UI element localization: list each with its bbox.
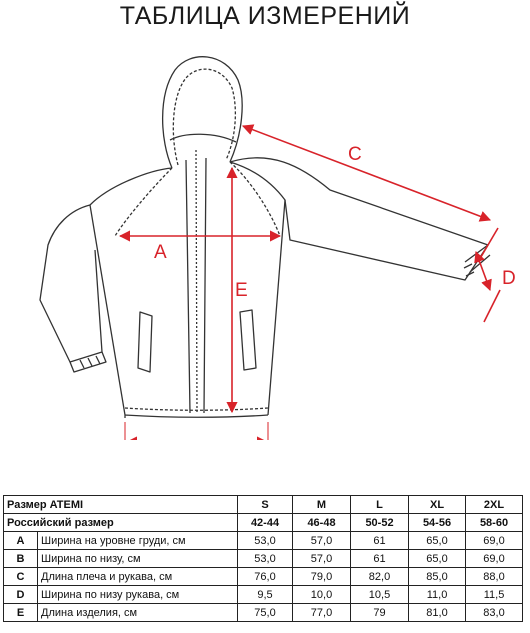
page-title: ТАБЛИЦА ИЗМЕРЕНИЙ — [119, 2, 411, 30]
row-value: 10,5 — [350, 585, 410, 604]
label-c: C — [348, 144, 362, 165]
row-value: 77,0 — [292, 603, 352, 622]
ru-size: 42-44 — [237, 513, 294, 532]
row-value: 79,0 — [292, 567, 352, 586]
hem — [124, 414, 269, 418]
ru-size: 50-52 — [350, 513, 410, 532]
row-value: 11,0 — [408, 585, 467, 604]
label-e: E — [235, 280, 248, 301]
zipper — [185, 157, 207, 414]
row-value: 57,0 — [292, 549, 352, 568]
header-size: 2XL — [465, 495, 524, 514]
header-size: S — [237, 495, 294, 514]
ru-size: 54-56 — [408, 513, 467, 532]
row-value: 57,0 — [292, 531, 352, 550]
row-code: C — [3, 567, 38, 586]
row-value: 61 — [350, 549, 410, 568]
row-value: 81,0 — [408, 603, 467, 622]
right-sleeve — [229, 157, 489, 281]
size-table-body: Размер ATEMI S M L XL 2XL Российский раз… — [2, 495, 524, 622]
row-value: 61 — [350, 531, 410, 550]
row-value: 10,0 — [292, 585, 352, 604]
arrow-d2 — [483, 289, 501, 323]
header-size: M — [292, 495, 352, 514]
body-left — [89, 167, 173, 418]
row-value: 88,0 — [465, 567, 524, 586]
arrow-c — [241, 124, 492, 222]
row-value: 69,0 — [465, 549, 524, 568]
left-sleeve — [39, 204, 103, 363]
row-value: 65,0 — [408, 549, 467, 568]
jacket-outline — [39, 56, 491, 418]
ru-size-label: Российский размер — [2, 513, 239, 532]
row-value: 76,0 — [237, 567, 294, 586]
row-label: Длина изделия, см — [36, 603, 239, 622]
row-value: 69,0 — [465, 531, 524, 550]
row-label: Ширина по низу рукава, см — [36, 585, 239, 604]
header-size-label: Размер ATEMI — [2, 495, 239, 514]
row-value: 85,0 — [408, 567, 467, 586]
ru-size: 46-48 — [292, 513, 352, 532]
measurement-arrows — [118, 124, 501, 440]
row-code: A — [3, 531, 38, 550]
row-value: 11,5 — [465, 585, 524, 604]
header-size: L — [350, 495, 410, 514]
row-code: E — [3, 603, 38, 622]
table-ru-size-row: Российский размер 42-44 46-48 50-52 54-5… — [2, 513, 524, 532]
jacket-measurement-diagram: A B C D E — [39, 56, 516, 440]
row-label: Ширина на уровне груди, см — [36, 531, 239, 550]
row-value: 79 — [350, 603, 410, 622]
row-code: B — [3, 549, 38, 568]
table-header-row: Размер ATEMI S M L XL 2XL — [2, 495, 524, 514]
row-value: 53,0 — [237, 549, 294, 568]
arrow-d-measure — [474, 250, 492, 292]
label-d: D — [502, 268, 516, 289]
hood — [162, 56, 243, 169]
row-value: 83,0 — [465, 603, 524, 622]
row-value: 75,0 — [237, 603, 294, 622]
row-label: Ширина по низу, см — [36, 549, 239, 568]
right-pocket — [239, 309, 257, 371]
size-table: Размер ATEMI S M L XL 2XL Российский раз… — [2, 495, 524, 622]
row-value: 53,0 — [237, 531, 294, 550]
header-size: XL — [408, 495, 467, 514]
ru-size: 58-60 — [465, 513, 524, 532]
row-code: D — [3, 585, 38, 604]
label-a: A — [154, 242, 167, 263]
left-pocket — [137, 311, 153, 373]
row-value: 65,0 — [408, 531, 467, 550]
row-value: 82,0 — [350, 567, 410, 586]
row-value: 9,5 — [237, 585, 294, 604]
row-label: Длина плеча и рукава, см — [36, 567, 239, 586]
